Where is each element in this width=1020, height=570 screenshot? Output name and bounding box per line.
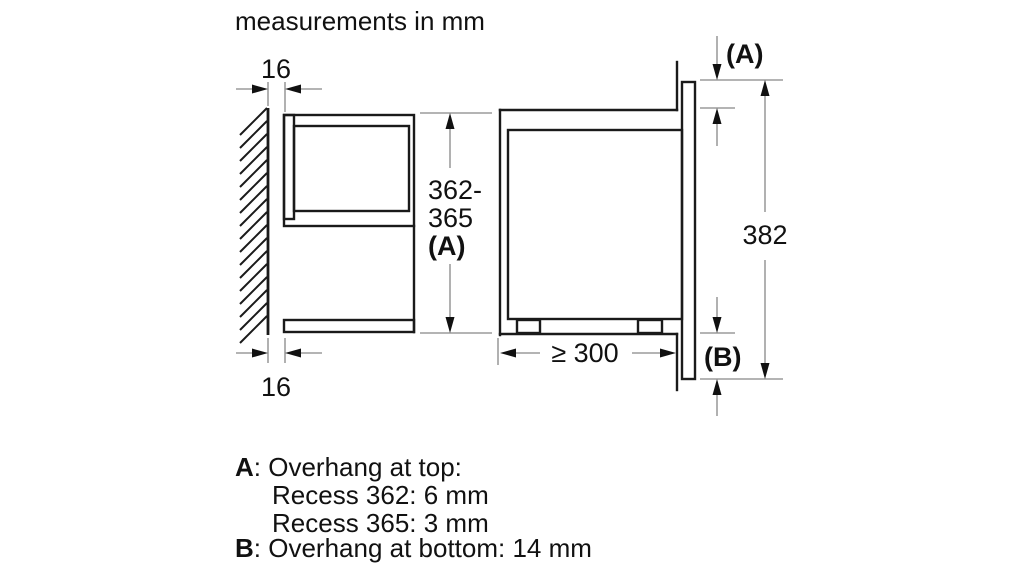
legend-text-b: : Overhang at bottom: 14 mm	[254, 533, 592, 563]
left-side-view: 16 16 362- 365 (A)	[236, 54, 492, 402]
legend-key-b: B	[235, 533, 254, 563]
legend-key-a: A	[235, 452, 254, 482]
legend-line-b: B: Overhang at bottom: 14 mm	[235, 533, 592, 563]
appliance-cavity	[292, 124, 411, 213]
arrowhead-up	[712, 379, 722, 395]
legend-line-a: A: Overhang at top:	[235, 452, 462, 482]
arrowhead-left	[285, 84, 301, 94]
dim-frame-height: 382	[700, 80, 788, 380]
appliance-in-niche	[506, 80, 697, 381]
arrowhead-down	[712, 317, 722, 333]
arrowhead-right	[252, 84, 268, 94]
dim-overhang-bottom: (B)	[700, 297, 741, 416]
wall-hatch	[239, 107, 270, 344]
appliance-foot-left	[515, 318, 542, 335]
front-frame-bar	[680, 80, 697, 381]
appliance-outer	[282, 113, 416, 228]
arrowhead-up	[712, 108, 722, 124]
legend: A: Overhang at top: Recess 362: 6 mm Rec…	[235, 452, 592, 563]
arrowhead-left	[500, 348, 516, 358]
dim-label-niche-height-2: 365	[428, 203, 473, 233]
arrowhead-right	[252, 348, 268, 358]
appliance-front-strip	[282, 113, 296, 221]
dim-niche-height: 362- 365 (A)	[420, 112, 492, 334]
legend-line-recess-362: Recess 362: 6 mm	[272, 480, 489, 510]
dim-label-niche-height-ref: (A)	[428, 231, 465, 261]
dim-label-wall-gap-bottom: 16	[261, 372, 291, 402]
arrowhead-right	[660, 348, 676, 358]
dim-label-min-depth: ≥ 300	[551, 338, 618, 368]
arrowhead-up	[445, 113, 455, 129]
arrowhead-left	[285, 348, 301, 358]
appliance-foot-right	[636, 318, 664, 335]
arrowhead-down	[712, 64, 722, 80]
diagram-title: measurements in mm	[235, 6, 485, 36]
recess-depth-view: (A) 382 (B) ≥ 300	[497, 36, 788, 416]
arrowhead-down	[445, 317, 455, 333]
arrowhead-up	[760, 80, 770, 96]
dim-min-depth: ≥ 300	[497, 338, 676, 368]
dim-overhang-top: (A)	[700, 36, 783, 146]
appliance-body	[506, 128, 684, 321]
dim-wall-gap-bottom: 16	[236, 338, 322, 402]
dim-label-wall-gap-top: 16	[261, 54, 291, 84]
legend-line-recess-365: Recess 365: 3 mm	[272, 508, 489, 538]
plinth-bar	[282, 318, 416, 334]
appliance-side-section	[282, 113, 416, 334]
dim-label-overhang-top: (A)	[726, 39, 763, 69]
arrowhead-down	[760, 363, 770, 379]
dim-label-frame-height: 382	[742, 220, 787, 250]
dim-label-niche-height-1: 362-	[428, 175, 482, 205]
dim-wall-gap-top: 16	[236, 54, 322, 112]
legend-text-a: : Overhang at top:	[254, 452, 462, 482]
dim-label-overhang-bottom: (B)	[704, 342, 741, 372]
